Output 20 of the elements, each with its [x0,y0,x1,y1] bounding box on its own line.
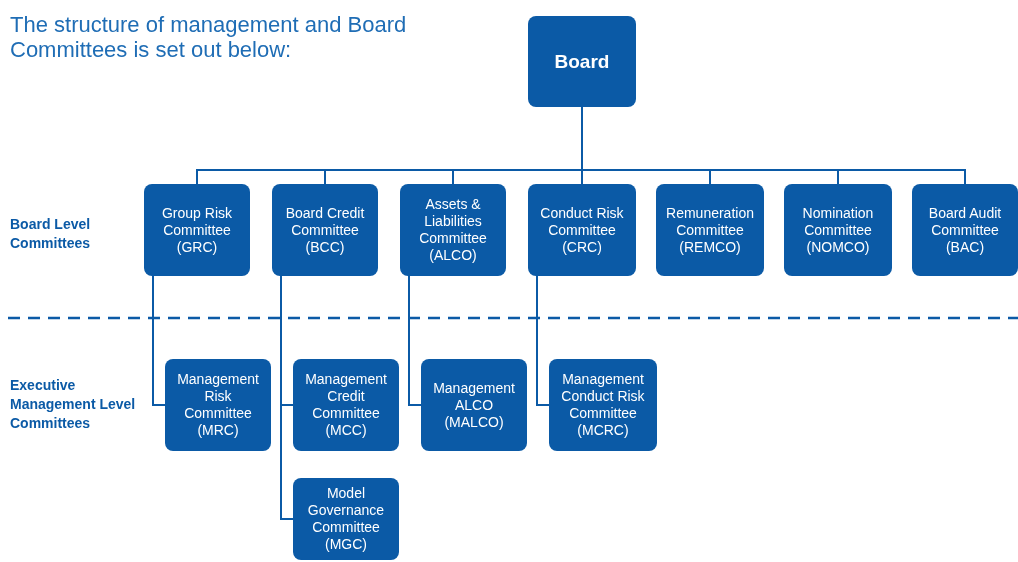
committee-box: Assets & Liabilities Committee (ALCO) [400,184,506,276]
committee-box: Management Conduct Risk Committee (MCRC) [549,359,657,451]
committee-box: Board Credit Committee (BCC) [272,184,378,276]
committee-box: Group Risk Committee (GRC) [144,184,250,276]
committee-box: Board Audit Committee (BAC) [912,184,1018,276]
committee-box: Remuneration Committee (REMCO) [656,184,764,276]
board-box: Board [528,16,636,107]
committee-box: Management ALCO (MALCO) [421,359,527,451]
level-label: Board Level Committees [10,215,92,253]
level-label: Executive Management Level Committees [10,376,137,433]
committee-box: Conduct Risk Committee (CRC) [528,184,636,276]
committee-box: Management Risk Committee (MRC) [165,359,271,451]
connector-line [536,275,550,406]
committee-box: Management Credit Committee (MCC) [293,359,399,451]
title: The structure of management and Board Committees is set out below: [10,12,408,62]
connector-line [280,275,294,520]
committee-box: Nomination Committee (NOMCO) [784,184,892,276]
committee-box: Model Governance Committee (MGC) [293,478,399,560]
connector-line [152,275,166,406]
connector-line [408,275,422,406]
